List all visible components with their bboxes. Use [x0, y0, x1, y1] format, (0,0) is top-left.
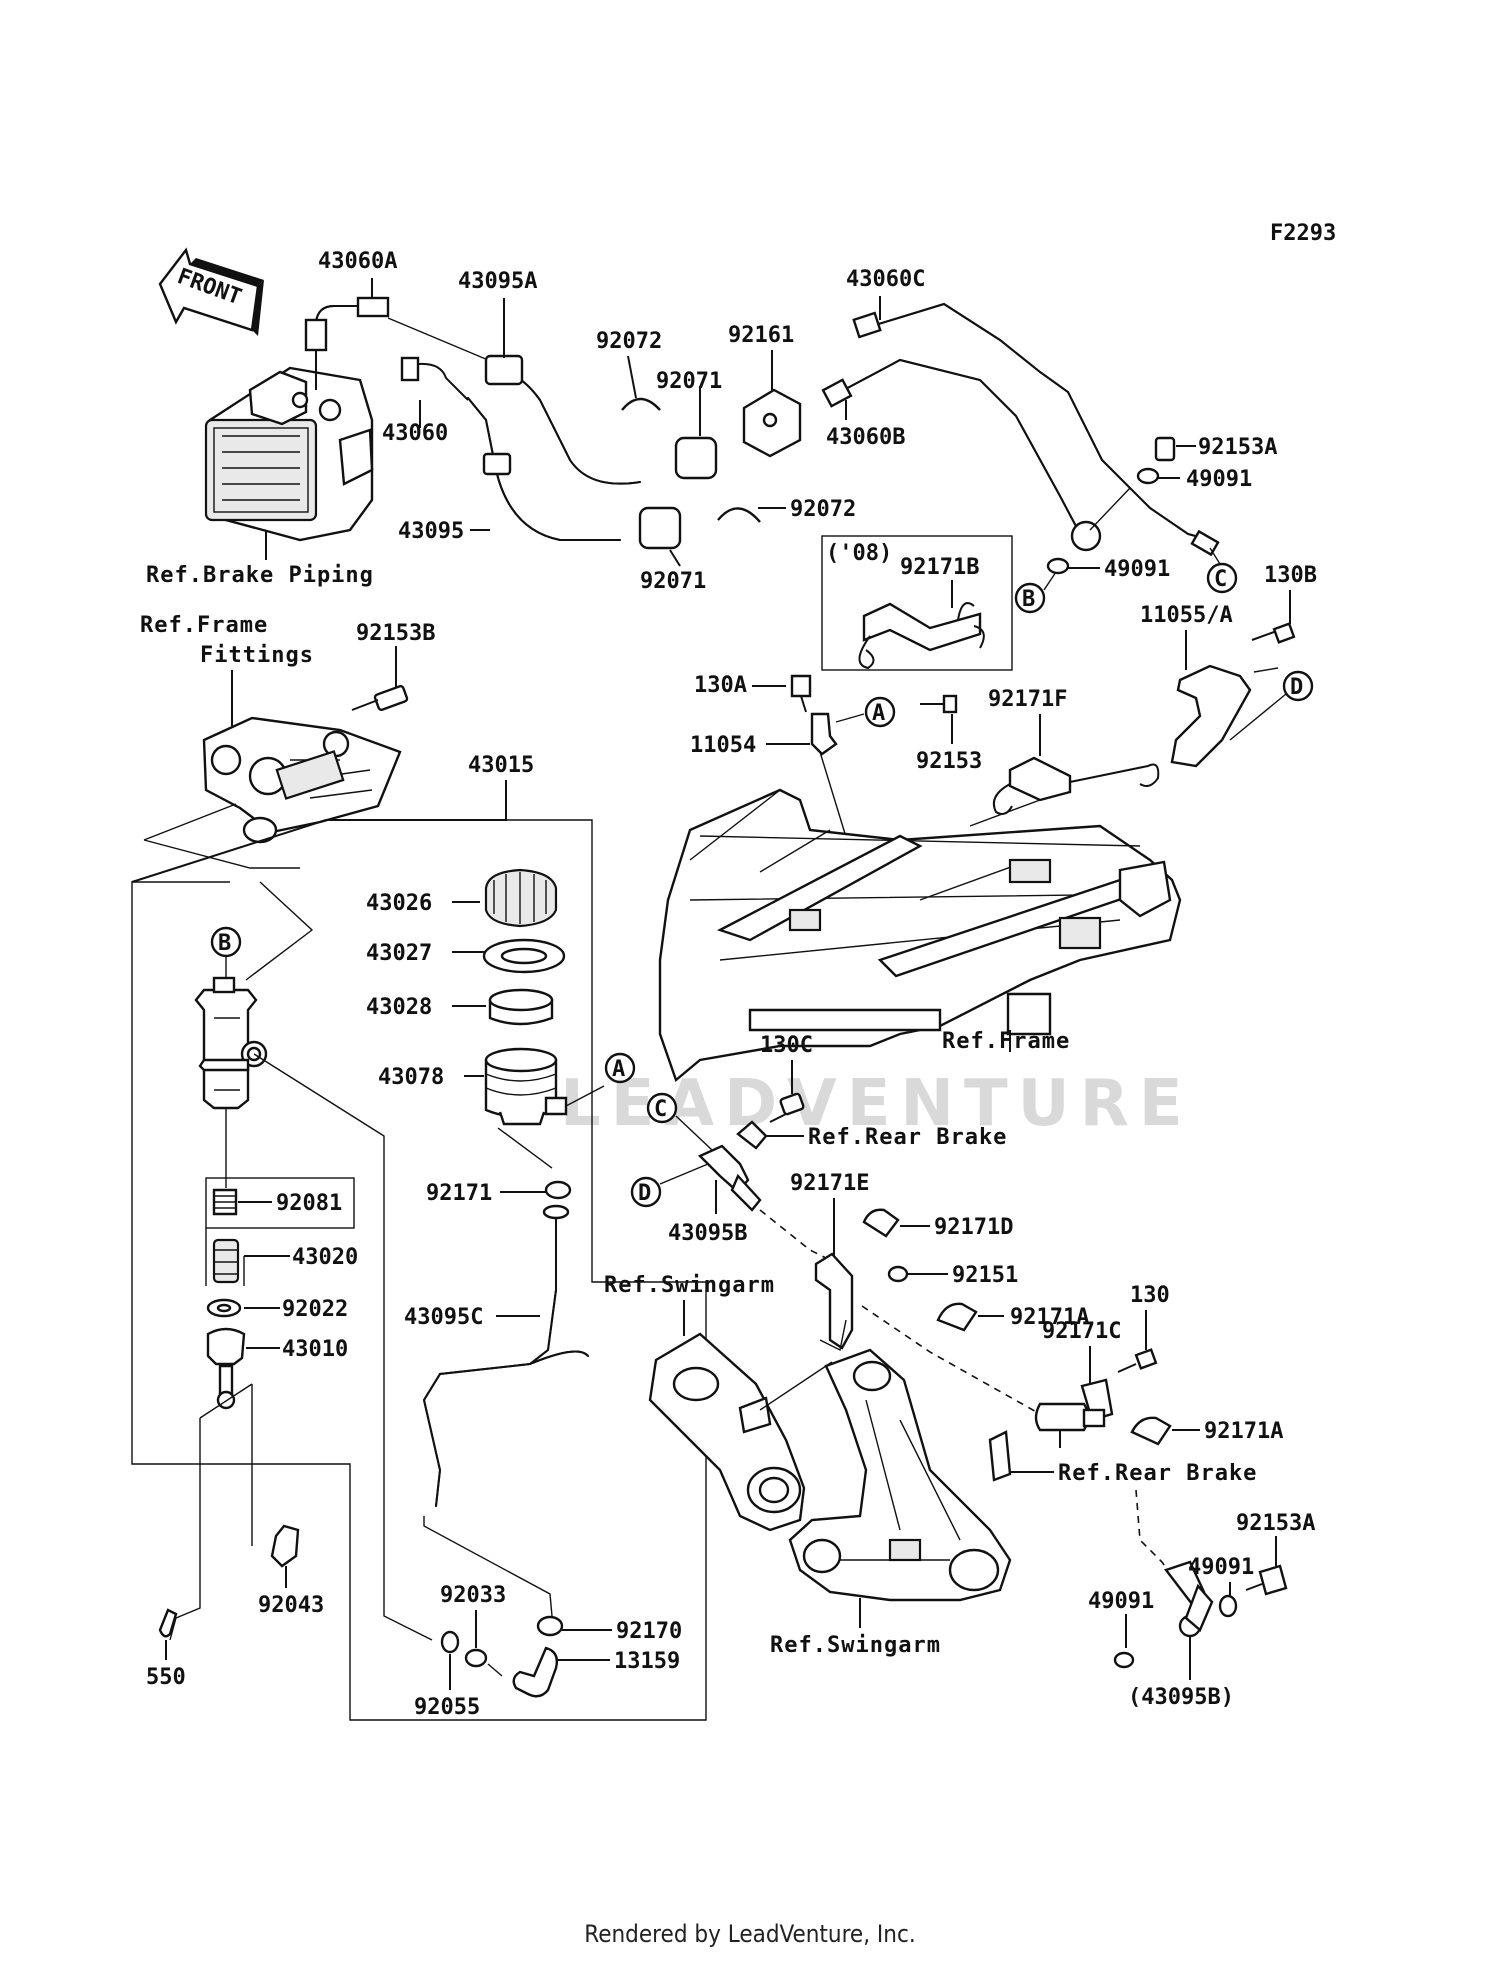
ref-frame-fittings-1: Ref.Frame: [140, 613, 268, 638]
ref-frame-fittings-2: Fittings: [200, 643, 314, 668]
part-550: 550: [146, 1665, 186, 1690]
diagram-code: F2293: [1270, 221, 1336, 246]
part-13159: 13159: [614, 1649, 680, 1674]
part-92171E: 92171E: [790, 1171, 869, 1196]
part-92071-top: 92071: [656, 369, 722, 394]
pipe-fitting: [304, 318, 328, 352]
part-92022: 92022: [282, 1297, 348, 1322]
part-92153A-bot: 92153A: [1236, 1511, 1315, 1536]
part-92171A-bot: 92171A: [1204, 1419, 1283, 1444]
part-92171: 92171: [426, 1181, 492, 1206]
part-92043: 92043: [258, 1593, 324, 1618]
callout-b-top: B: [1022, 587, 1035, 612]
part-130B: 130B: [1264, 563, 1317, 588]
ref-brake-piping: Ref.Brake Piping: [146, 563, 374, 588]
part-92072-top: 92072: [596, 329, 662, 354]
ref-rear-brake-1: Ref.Rear Brake: [808, 1125, 1007, 1150]
brake-hose-fitting-43095B: [697, 1144, 762, 1212]
part-11055A: 11055/A: [1140, 603, 1233, 628]
part-43060C: 43060C: [846, 267, 925, 292]
rear-brake-switch: [1034, 1402, 1106, 1448]
year-note-box: [821, 535, 1013, 671]
part-49091-l: 49091: [1088, 1589, 1154, 1614]
year-note: ('08): [826, 541, 892, 566]
front-arrow-icon: FRONT: [158, 247, 264, 336]
part-43095B: 43095B: [668, 1221, 747, 1246]
part-11054: 11054: [690, 733, 756, 758]
part-92081: 92081: [276, 1191, 342, 1216]
callout-a-mid: A: [612, 1057, 625, 1082]
swingarm-illustration-right: [788, 1348, 1012, 1602]
part-130: 130: [1130, 1283, 1170, 1308]
part-92161: 92161: [728, 323, 794, 348]
part-43027: 43027: [366, 941, 432, 966]
callout-c-mid: C: [654, 1097, 667, 1122]
part-43060B: 43060B: [826, 425, 905, 450]
part-130C: 130C: [760, 1033, 813, 1058]
part-43026: 43026: [366, 891, 432, 916]
callout-d-mid: D: [638, 1181, 651, 1206]
part-43028: 43028: [366, 995, 432, 1020]
ref-swingarm-1: Ref.Swingarm: [604, 1273, 775, 1298]
part-92170: 92170: [616, 1619, 682, 1644]
master-cylinder-body: [194, 976, 268, 1110]
part-92071-bot: 92071: [640, 569, 706, 594]
part-49091-mid: 49091: [1104, 557, 1170, 582]
part-49091-r: 49091: [1188, 1555, 1254, 1580]
part-92171C: 92171C: [1042, 1319, 1121, 1344]
frame-fitting-bracket: [202, 716, 402, 844]
part-43060A: 43060A: [318, 249, 397, 274]
footer-credit: Rendered by LeadVenture, Inc.: [584, 1920, 916, 1948]
part-92171B: 92171B: [900, 555, 979, 580]
part-43078: 43078: [378, 1065, 444, 1090]
pipe-fitting: [356, 296, 390, 318]
part-92153B: 92153B: [356, 621, 435, 646]
part-43020: 43020: [292, 1245, 358, 1270]
ref-swingarm-2: Ref.Swingarm: [770, 1633, 941, 1658]
part-92171F: 92171F: [988, 687, 1067, 712]
part-43095B-paren: (43095B): [1128, 1685, 1234, 1710]
part-49091-top: 49091: [1186, 467, 1252, 492]
swingarm-illustration-left: [648, 1332, 806, 1532]
part-43060: 43060: [382, 421, 448, 446]
callout-c-top: C: [1214, 567, 1227, 592]
part-43015: 43015: [468, 753, 534, 778]
ref-rear-brake-2: Ref.Rear Brake: [1058, 1461, 1257, 1486]
part-92153A-top: 92153A: [1198, 435, 1277, 460]
part-43095C: 43095C: [404, 1305, 483, 1330]
part-130A: 130A: [694, 673, 747, 698]
ref-frame: Ref.Frame: [942, 1029, 1070, 1054]
part-92153: 92153: [916, 749, 982, 774]
part-43095: 43095: [398, 519, 464, 544]
part-92171D: 92171D: [934, 1215, 1013, 1240]
part-43095A: 43095A: [458, 269, 537, 294]
part-92072-mid: 92072: [790, 497, 856, 522]
frame-illustration: [658, 788, 1182, 1083]
pipe-fitting: [400, 356, 420, 382]
callout-d-top: D: [1290, 675, 1303, 700]
callout-a-top: A: [872, 701, 885, 726]
part-92033: 92033: [440, 1583, 506, 1608]
part-92151: 92151: [952, 1263, 1018, 1288]
part-92171A-top: 92171A: [1010, 1305, 1089, 1330]
abs-unit-illustration: [204, 366, 374, 542]
part-92055: 92055: [414, 1695, 480, 1720]
callout-b-left: B: [218, 931, 231, 956]
part-43010: 43010: [282, 1337, 348, 1362]
